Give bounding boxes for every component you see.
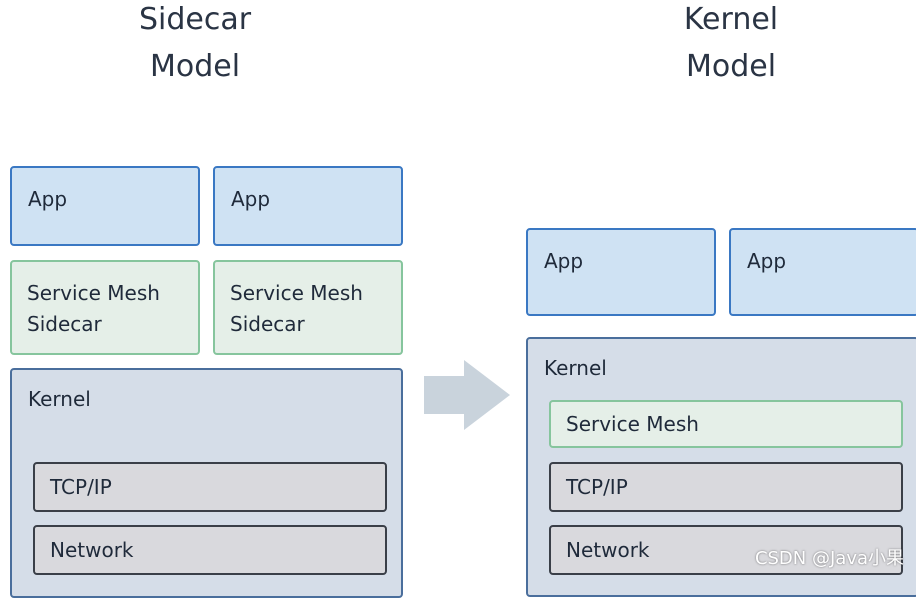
network-label: Network (566, 537, 650, 562)
tcpip-label: TCP/IP (50, 474, 112, 499)
sidecar-app-2: App (213, 166, 403, 246)
kernel-app-1: App (526, 228, 716, 316)
network-label: Network (50, 537, 134, 562)
csdn-watermark: CSDN @Java小果 (754, 548, 904, 569)
sidecar-app-1: App (10, 166, 200, 246)
tcpip-label: TCP/IP (566, 474, 628, 499)
app-label: App (747, 249, 787, 273)
kernel-network-layer: Network (549, 525, 903, 575)
sidecar-label: Service Mesh Sidecar (230, 281, 363, 336)
app-label: App (231, 187, 271, 211)
service-mesh-sidecar-2: Service Mesh Sidecar (213, 260, 403, 355)
sidecar-tcpip-layer: TCP/IP (33, 462, 387, 512)
kernel-label: Kernel (28, 387, 91, 411)
kernel-app-2: App (729, 228, 916, 316)
service-mesh-label: Service Mesh (566, 411, 699, 436)
sidecar-model-title: Sidecar Model (138, 2, 252, 84)
sidecar-label: Service Mesh Sidecar (27, 281, 160, 336)
app-label: App (28, 187, 68, 211)
app-label: App (544, 249, 584, 273)
kernel-service-mesh: Service Mesh (549, 400, 903, 448)
sidecar-network-layer: Network (33, 525, 387, 575)
kernel-tcpip-layer: TCP/IP (549, 462, 903, 512)
kernel-model-title: Kernel Model (683, 2, 779, 84)
service-mesh-sidecar-1: Service Mesh Sidecar (10, 260, 200, 355)
right-arrow-icon (424, 360, 510, 430)
kernel-label: Kernel (544, 356, 607, 380)
